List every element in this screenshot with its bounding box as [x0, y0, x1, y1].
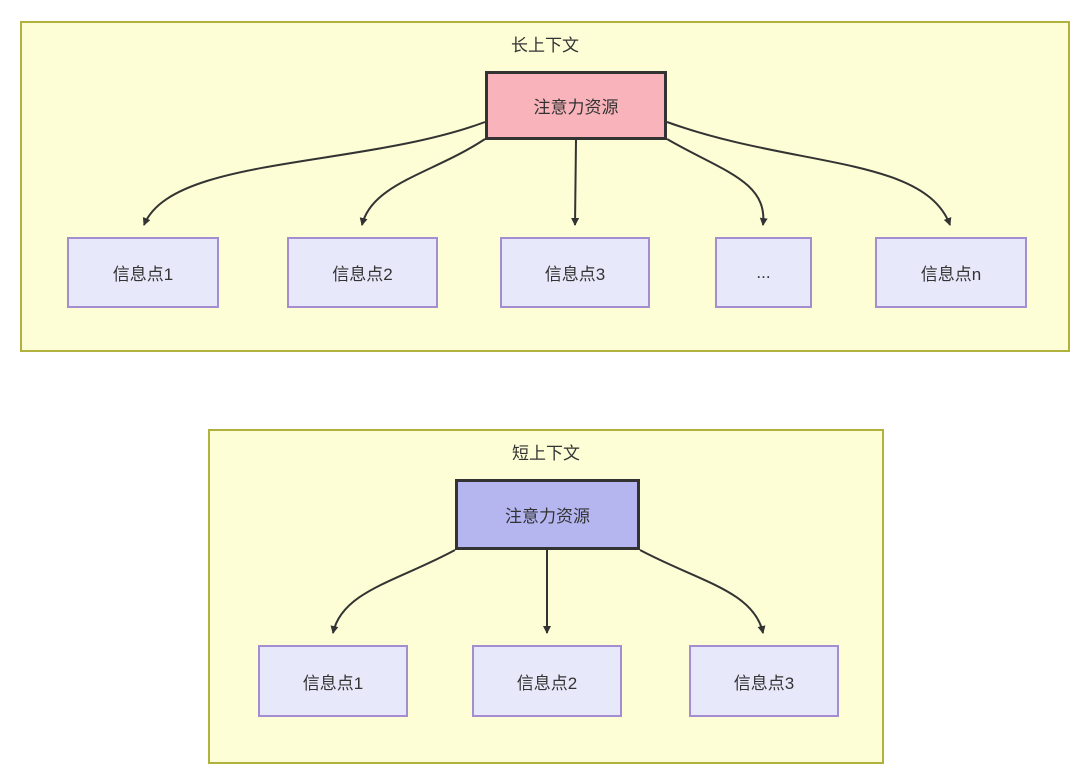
- info-node-label: 信息点3: [544, 265, 606, 284]
- info-node: 信息点2: [472, 645, 622, 717]
- info-node-label: 信息点2: [332, 265, 393, 284]
- edge-attention-to-info1: [330, 549, 456, 634]
- edge-attention-to-info-n: [666, 121, 952, 226]
- info-node-label: 信息点n: [920, 265, 982, 284]
- info-node: 信息点3: [689, 645, 839, 717]
- info-node-label: 信息点3: [733, 673, 795, 693]
- edge-attention-to-info-ellipsis: [666, 138, 768, 226]
- edge-attention-to-info2: [359, 138, 486, 226]
- edge-attention-to-info3: [571, 139, 580, 226]
- info-node-label: ...: [756, 262, 771, 282]
- short-context-title: 短上下文: [512, 444, 580, 463]
- info-node: 信息点2: [287, 237, 438, 308]
- attention-node-label: 注意力资源: [533, 98, 619, 117]
- info-node: 信息点3: [500, 237, 650, 308]
- info-node: ...: [715, 237, 812, 308]
- attention-node-short: 注意力资源: [455, 479, 640, 550]
- panel-long-context: 长上下文 注意力资源 信息点1 信息点2 信息点3 ...: [20, 21, 1070, 352]
- edge-attention-to-info3: [639, 549, 766, 634]
- info-node-label: 信息点1: [112, 265, 174, 284]
- info-node: 信息点1: [67, 237, 219, 308]
- info-node: 信息点1: [258, 645, 408, 717]
- info-node: 信息点n: [875, 237, 1027, 308]
- info-node-label: 信息点2: [516, 673, 578, 693]
- info-node-label: 信息点1: [302, 673, 364, 693]
- attention-node-label: 注意力资源: [505, 507, 590, 526]
- edge-attention-to-info1: [142, 121, 486, 226]
- panel-short-context: 短上下文 注意力资源 信息点1 信息点2 信息点3: [208, 429, 884, 764]
- long-context-title: 长上下文: [511, 36, 579, 55]
- attention-node-long: 注意力资源: [485, 71, 667, 140]
